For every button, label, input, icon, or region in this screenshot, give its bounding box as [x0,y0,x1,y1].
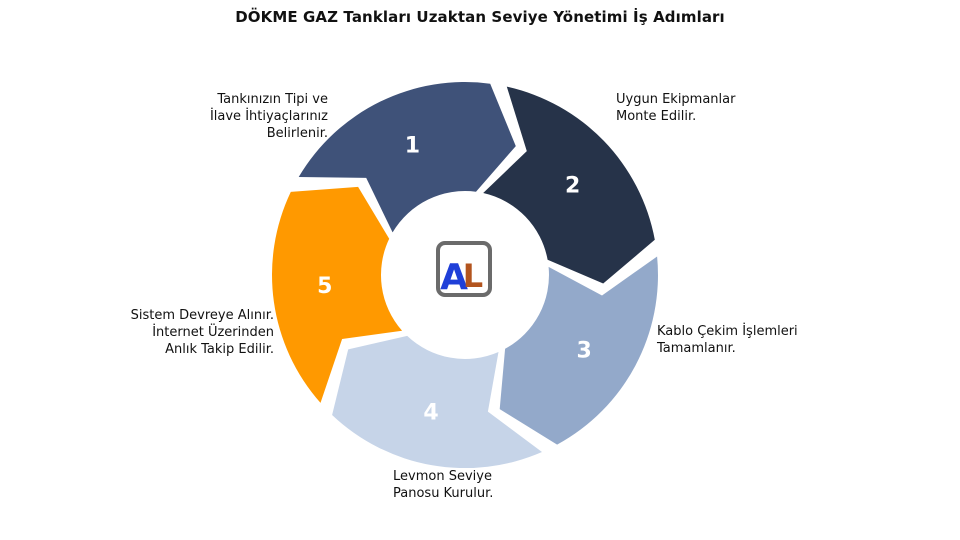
step-1-description: Tankınızın Tipi ve İlave İhtiyaçlarınız … [210,91,328,142]
step-1-line-2: İlave İhtiyaçlarınız [209,109,328,124]
step-1-line-1: Tankınızın Tipi ve [217,92,328,107]
cycle-segment-1 [298,82,516,233]
step-4-description: Levmon Seviye Panosu Kurulur. [393,468,493,502]
step-3-line-1: Kablo Çekim İşlemleri [657,324,798,339]
step-5-line-1: Sistem Devreye Alınır. [130,308,274,323]
step-1-line-3: Belirlenir. [266,126,328,141]
step-4-line-2: Panosu Kurulur. [393,486,494,501]
step-2-line-1: Uygun Ekipmanlar [616,92,736,107]
logo-letter-a: A [440,257,468,298]
step-number-2: 2 [565,174,580,199]
step-4-line-1: Levmon Seviye [393,469,492,484]
step-5-description: Sistem Devreye Alınır. İnternet Üzerinde… [131,307,274,358]
logo-letter-l: L [463,257,483,295]
step-5-line-2: İnternet Üzerinden [152,325,274,340]
cycle-segment-3 [499,256,658,445]
step-3-description: Kablo Çekim İşlemleri Tamamlanır. [657,323,798,357]
cycle-segment-5 [272,186,403,403]
cycle-segment-2 [483,86,655,284]
page-title: DÖKME GAZ Tankları Uzaktan Seviye Yöneti… [235,8,725,26]
step-5-line-3: Anlık Takip Edilir. [165,342,274,357]
step-number-3: 3 [577,339,592,364]
step-3-line-2: Tamamlanır. [657,341,736,356]
step-number-1: 1 [405,134,420,159]
step-number-5: 5 [317,274,332,299]
center-logo: A L [436,241,492,298]
step-2-line-2: Monte Edilir. [616,109,697,124]
logo-frame [436,241,492,297]
step-2-description: Uygun Ekipmanlar Monte Edilir. [616,91,735,125]
step-number-4: 4 [423,400,438,425]
cycle-segment-4 [332,335,542,469]
